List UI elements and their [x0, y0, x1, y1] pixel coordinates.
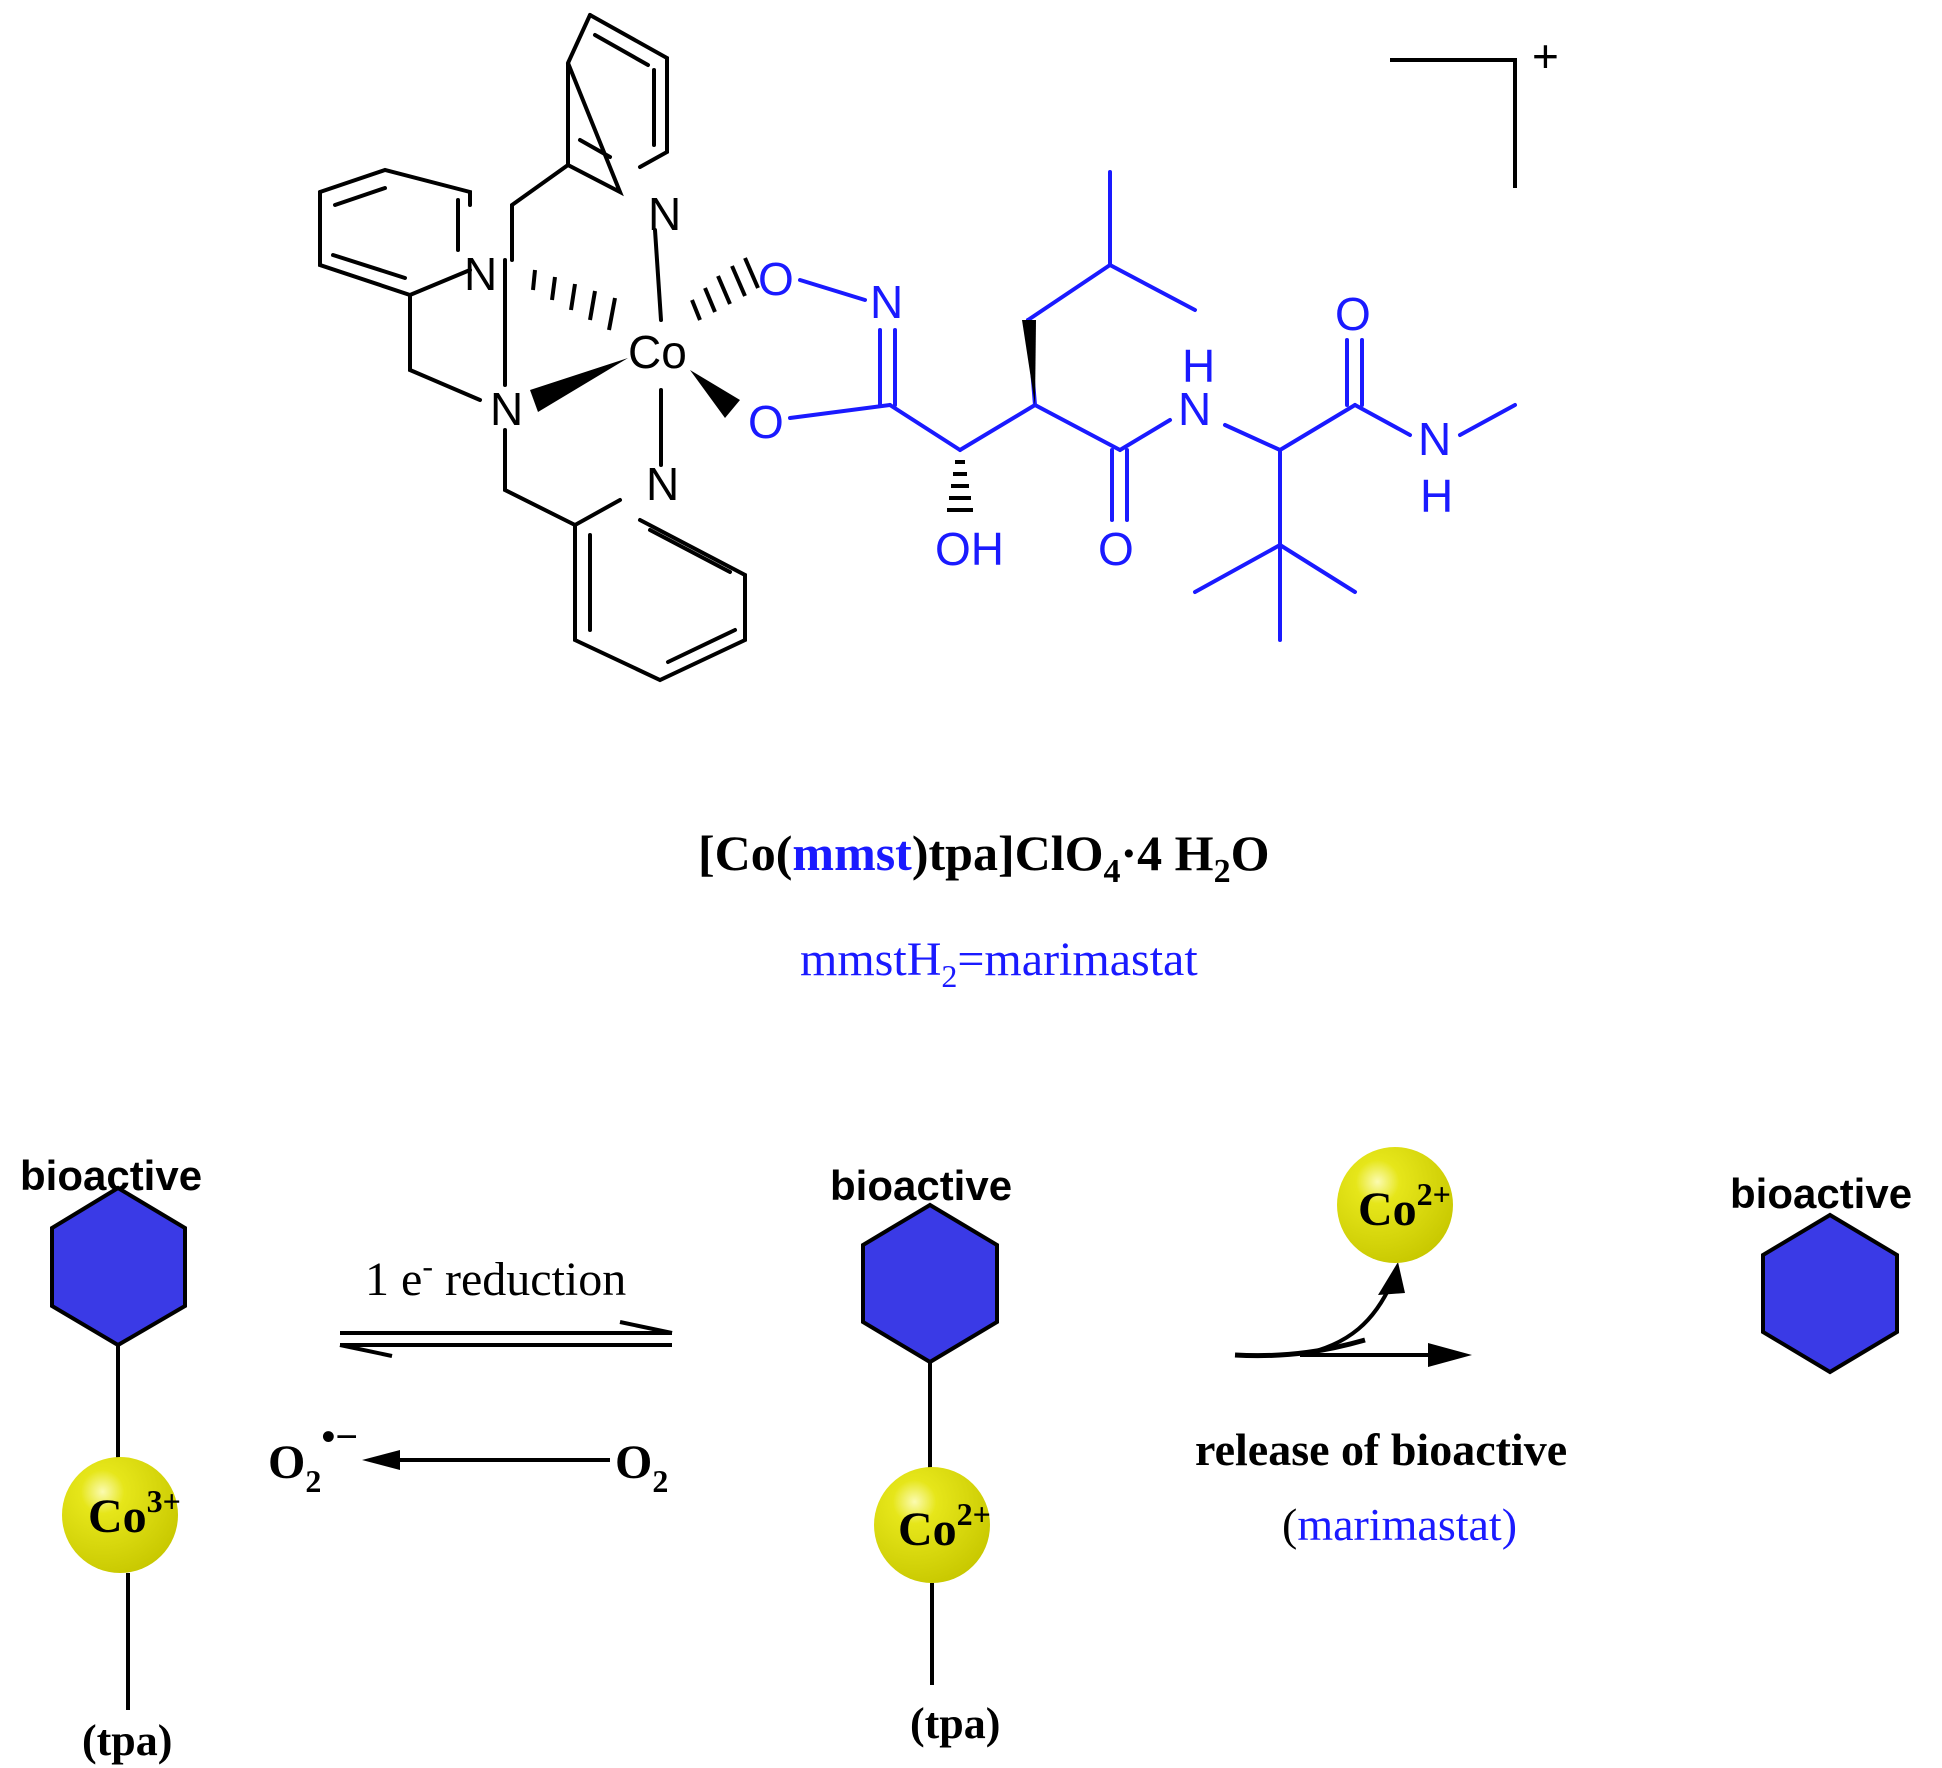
cobalt-sphere-released — [1337, 1147, 1453, 1263]
superoxide-sup: •− — [321, 1414, 358, 1459]
atom-nh-amide-n: N — [1178, 383, 1211, 435]
atom-o-amide1: O — [1098, 523, 1134, 575]
co3-symbol: Co — [88, 1490, 147, 1543]
atom-oh: OH — [935, 523, 1004, 575]
atom-nh-methyl-h: H — [1420, 470, 1453, 522]
o2-label: O2 — [615, 1436, 668, 1499]
atom-o-top: O — [758, 253, 794, 305]
bioactive-label-2: bioactive — [830, 1162, 1012, 1209]
solid-wedges — [530, 358, 740, 418]
definition-sub: 2 — [941, 958, 957, 994]
formula-ligand: mmst — [792, 825, 912, 881]
formula-end: O — [1231, 825, 1270, 881]
o2-symbol: O — [615, 1436, 652, 1489]
tpa-label-2: (tpa) — [910, 1699, 1000, 1748]
co2-released-symbol: Co — [1358, 1183, 1417, 1236]
bioactive-hexagon-2 — [861, 1202, 999, 1365]
marimastat-ligand — [788, 170, 1517, 642]
co2-symbol: Co — [898, 1503, 957, 1556]
species-co3-complex: bioactive Co3+ (tpa) — [20, 1152, 202, 1765]
formula-water: ·4 H — [1121, 825, 1214, 881]
superoxide-label: O2•− — [268, 1414, 358, 1499]
cobalt-sphere-3 — [62, 1457, 178, 1573]
reduction-label: 1 e- reduction — [365, 1248, 626, 1306]
free-bioactive: bioactive — [1730, 1170, 1912, 1375]
superoxide-symbol: O — [268, 1436, 305, 1489]
release-drug-label: (marimastat) — [1282, 1499, 1517, 1550]
atom-n-pyr-top: N — [648, 188, 681, 240]
reduction-text: 1 e — [365, 1253, 422, 1306]
co3-charge: 3+ — [147, 1483, 181, 1519]
charge-bracket — [1390, 58, 1517, 188]
release-arrow — [1234, 1262, 1472, 1367]
formula-open: [Co( — [698, 825, 792, 881]
atom-nh-methyl-n: N — [1418, 413, 1451, 465]
release-label: release of bioactive — [1195, 1424, 1567, 1475]
formula-sub-h: 2 — [1214, 853, 1231, 890]
bioactive-hexagon-3 — [1761, 1212, 1899, 1375]
formula-sub-o: 4 — [1104, 853, 1121, 890]
atom-n-pyr-bottom: N — [646, 458, 679, 510]
atom-cobalt: Co — [628, 326, 687, 378]
reduction-sup: - — [422, 1248, 433, 1284]
cobalt-sphere-2 — [874, 1467, 990, 1583]
wedge-isobutyl — [1022, 320, 1036, 405]
ligand-definition: mmstH2=marimastat — [800, 933, 1198, 994]
co3-label: Co3+ — [88, 1483, 181, 1543]
equilibrium-arrows — [339, 1320, 673, 1358]
tpa-label-1: (tpa) — [82, 1716, 172, 1765]
atom-n-oxime: N — [870, 276, 903, 328]
stereo-bonds — [531, 257, 760, 331]
definition-part1: mmstH — [800, 933, 941, 986]
co2-charge: 2+ — [957, 1496, 991, 1532]
bioactive-label-3: bioactive — [1730, 1170, 1912, 1217]
tpa-ligand — [318, 13, 747, 683]
release-drug: marimastat — [1297, 1499, 1502, 1550]
released-cobalt: Co2+ — [1337, 1147, 1453, 1263]
atom-labels: N N N N Co O N O OH O N H O N H + — [464, 30, 1559, 575]
co2-label: Co2+ — [898, 1496, 991, 1556]
o2-sub: 2 — [652, 1463, 668, 1499]
definition-part2: =marimastat — [957, 933, 1198, 986]
reduction-rest: reduction — [433, 1253, 626, 1306]
co2-released-label: Co2+ — [1358, 1176, 1451, 1236]
atom-nh-amide-h: H — [1182, 340, 1215, 392]
oxygen-arrow: O2 O2•− — [268, 1414, 668, 1499]
release-paren-close: ) — [1502, 1499, 1517, 1550]
hashed-oh — [947, 460, 973, 512]
release-paren-open: ( — [1282, 1499, 1297, 1550]
bioactive-hexagon-1 — [50, 1185, 187, 1348]
compound-formula: [Co(mmst)tpa]ClO4·4 H2O — [698, 825, 1269, 890]
charge-plus: + — [1532, 30, 1559, 82]
species-co2-complex: bioactive Co2+ (tpa) — [830, 1162, 1012, 1748]
co2-released-charge: 2+ — [1417, 1176, 1451, 1212]
atom-n-amine: N — [490, 383, 523, 435]
atom-n-pyr-left: N — [464, 248, 497, 300]
superoxide-sub: 2 — [305, 1463, 321, 1499]
formula-rest: )tpa]ClO — [912, 825, 1104, 881]
atom-o-amide2: O — [1335, 288, 1371, 340]
atom-o-bottom: O — [748, 396, 784, 448]
